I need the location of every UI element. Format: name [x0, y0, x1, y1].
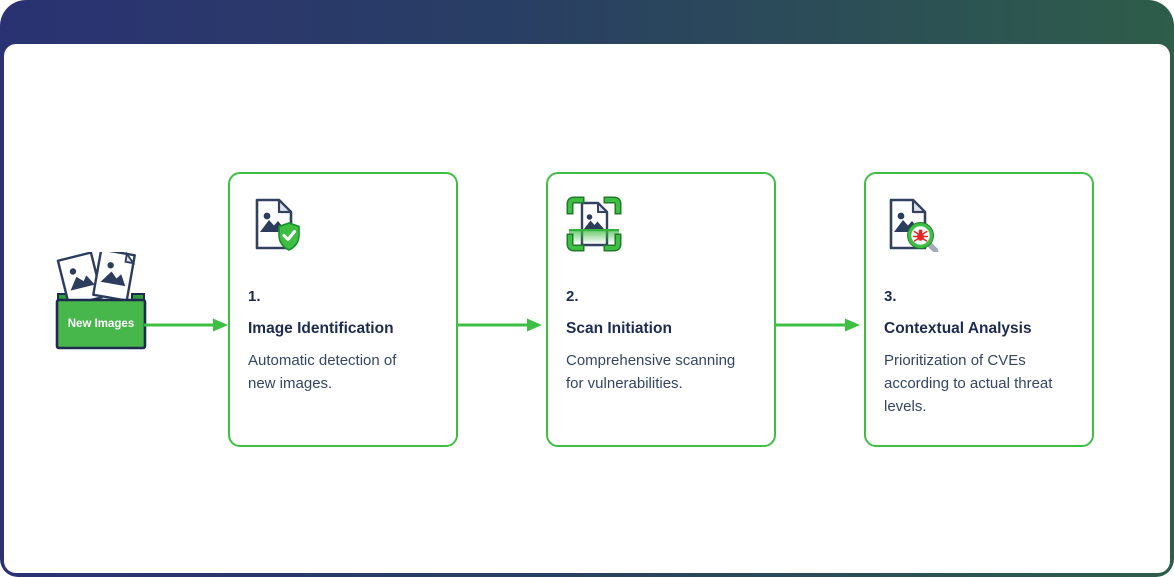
step-number: 2.	[566, 288, 579, 305]
image-file-shield-check-icon	[255, 198, 300, 251]
image-file-scan-frame-icon	[566, 196, 622, 252]
arrow-right-icon	[776, 317, 860, 333]
step-card-contextual-analysis: 3. Contextual Analysis Prioritization of…	[864, 172, 1094, 447]
new-images-source: New Images	[52, 252, 152, 352]
arrow-right-icon	[144, 317, 228, 333]
image-file-bug-magnifier-icon	[889, 198, 939, 252]
photo-icon	[92, 252, 136, 302]
step-description: Automatic detection of new images.	[248, 352, 397, 392]
arrow-right-icon	[458, 317, 542, 333]
step-number: 1.	[248, 288, 261, 305]
step-title: Contextual Analysis	[884, 320, 1032, 337]
step-description: Comprehensive scanning for vulnerabiliti…	[566, 352, 736, 392]
new-images-box-icon	[55, 252, 147, 350]
step-title: Scan Initiation	[566, 320, 672, 337]
step-card-image-identification: 1. Image Identification Automatic detect…	[228, 172, 458, 447]
step-number: 3.	[884, 288, 897, 305]
new-images-label: New Images	[67, 318, 135, 330]
step-description: Prioritization of CVEs according to actu…	[884, 352, 1053, 415]
step-title: Image Identification	[248, 320, 394, 337]
step-card-scan-initiation: 2. Scan Initiation Comprehensive scannin…	[546, 172, 776, 447]
photo-icon	[56, 252, 104, 307]
diagram-panel: New Images 1. Image Ident	[4, 44, 1170, 573]
